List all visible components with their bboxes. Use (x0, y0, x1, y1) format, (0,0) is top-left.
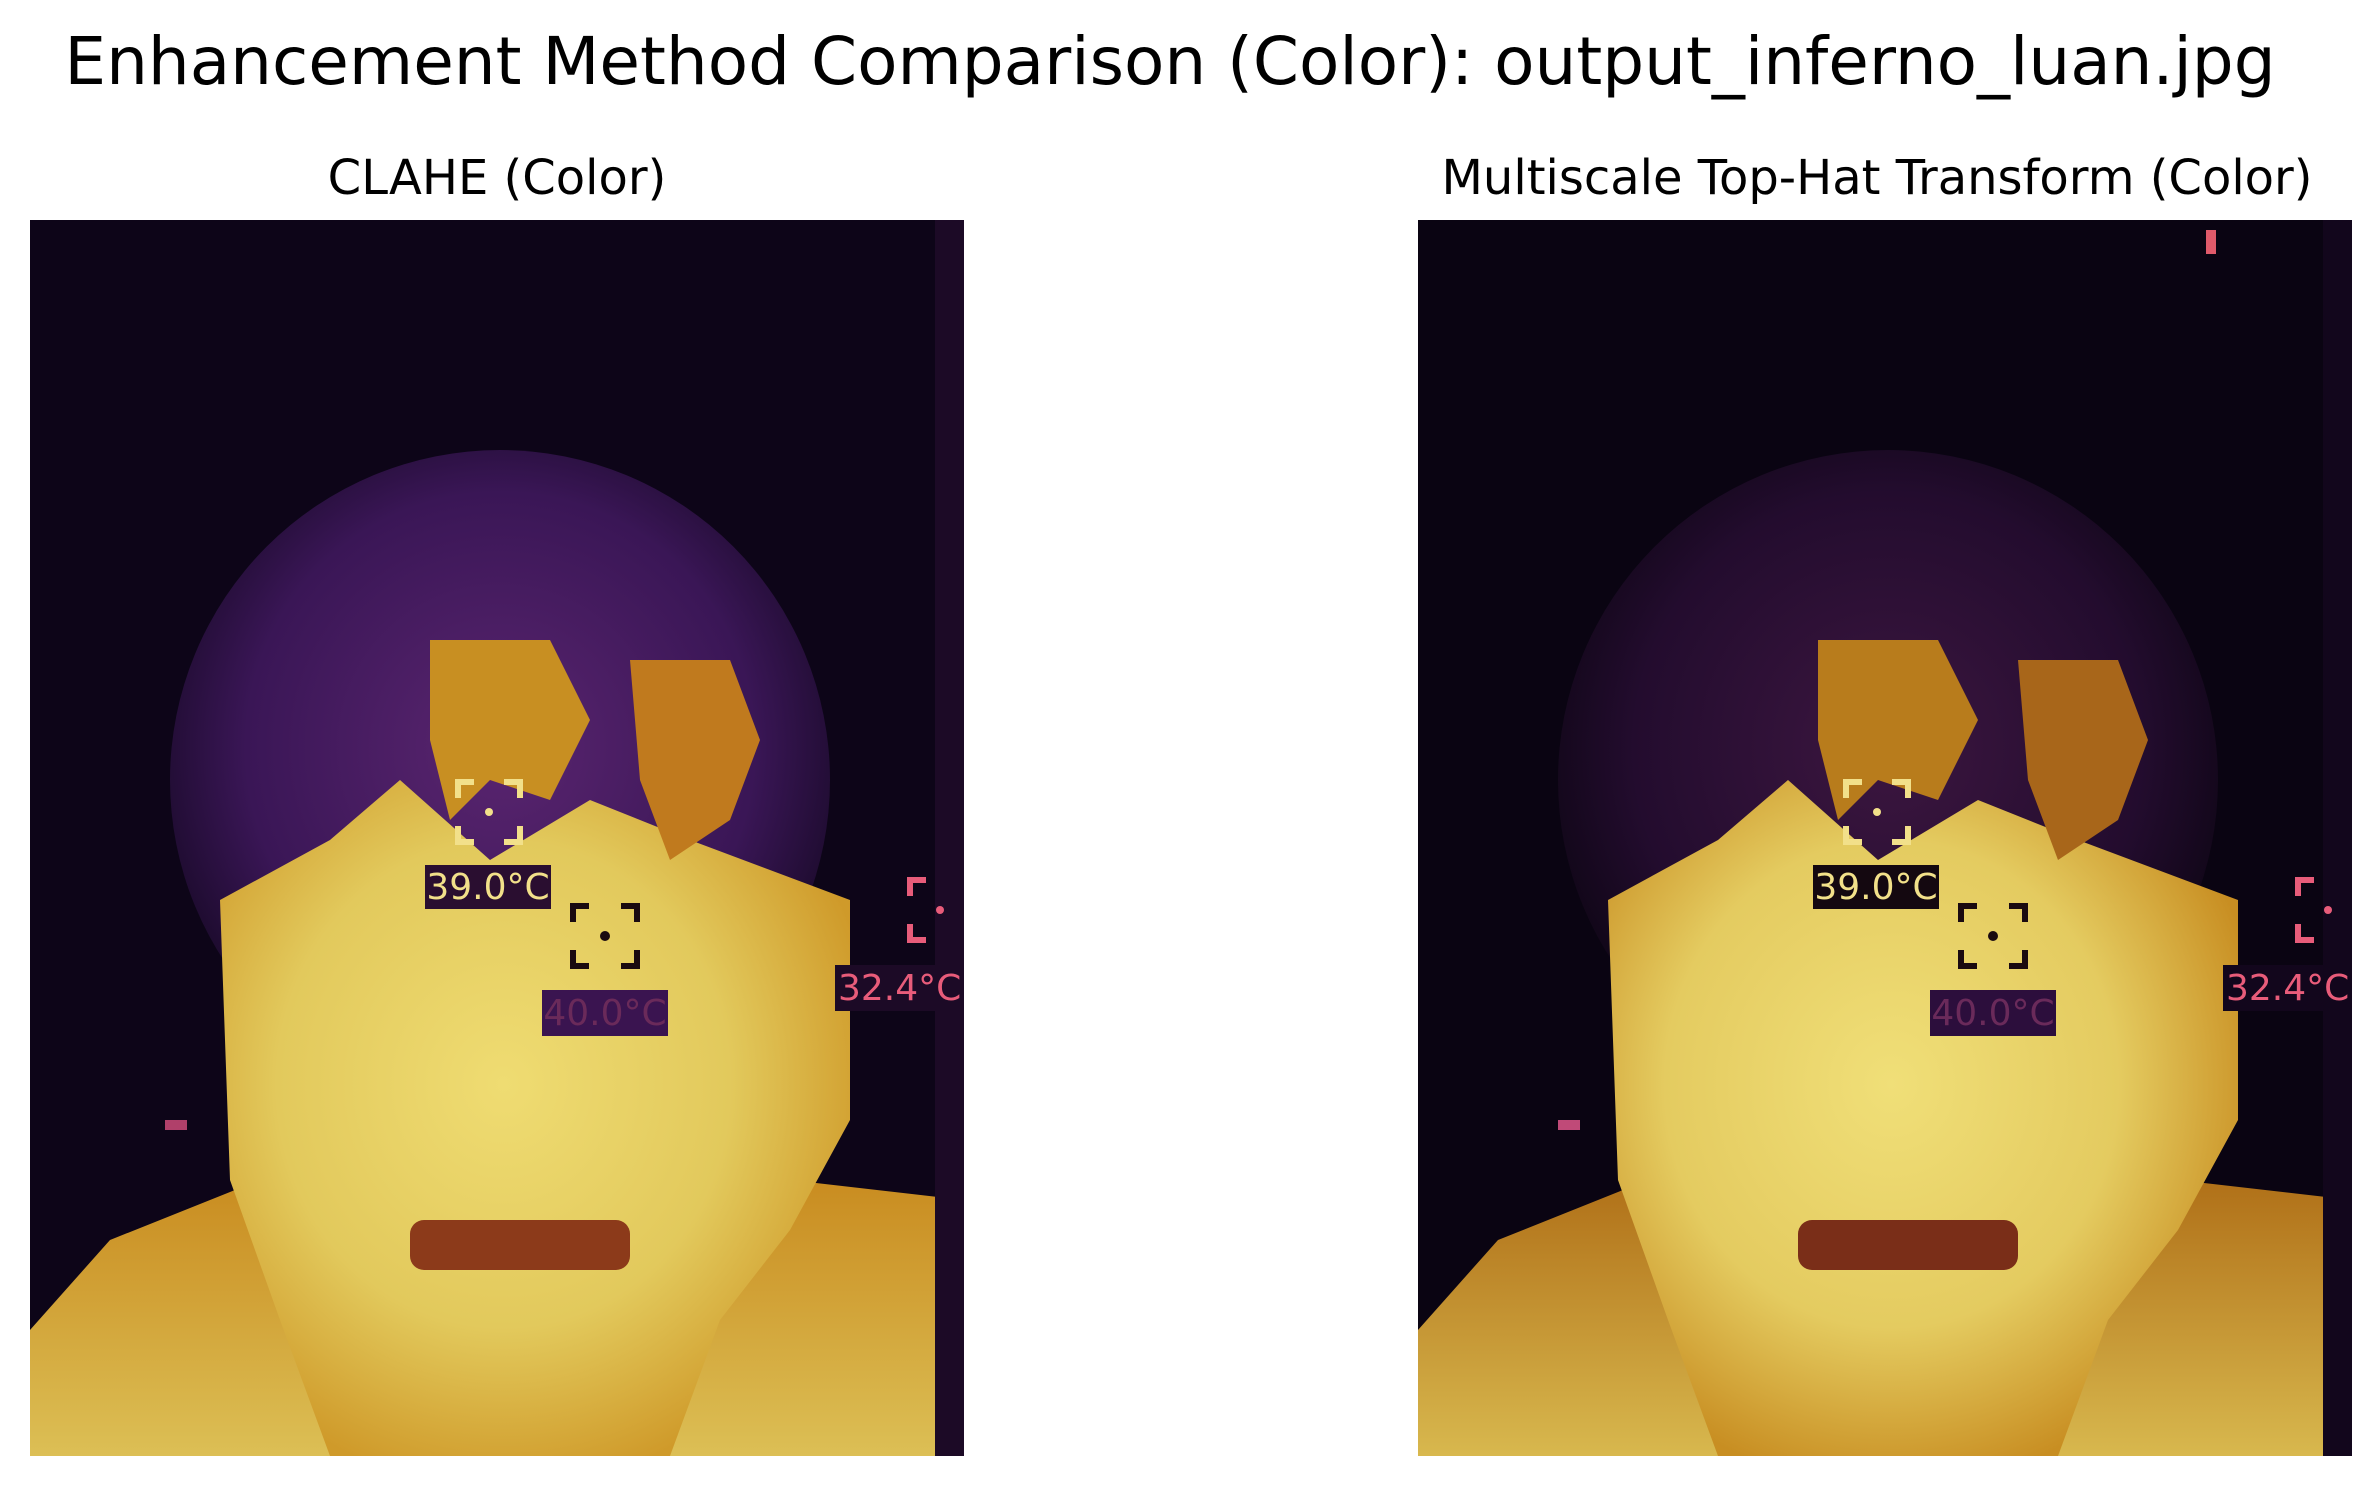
left-reading-3: 32.4°C (838, 968, 961, 1009)
right-panel-image: 39.0°C 40.0°C 32.4°C (1418, 220, 2352, 1456)
left-reading-1: 39.0°C (426, 867, 549, 908)
left-panel-title: CLAHE (Color) (327, 150, 667, 206)
left-panel-image: 39.0°C 40.0°C 32.4°C (30, 220, 964, 1456)
right-reading-3: 32.4°C (2226, 968, 2349, 1009)
right-reading-2: 40.0°C (1931, 993, 2054, 1034)
right-panel-title: Multiscale Top-Hat Transform (Color) (1441, 150, 2313, 206)
figure-title: Enhancement Method Comparison (Color): o… (64, 23, 2276, 100)
right-reading-1: 39.0°C (1814, 867, 1937, 908)
left-reading-2: 40.0°C (543, 993, 666, 1034)
